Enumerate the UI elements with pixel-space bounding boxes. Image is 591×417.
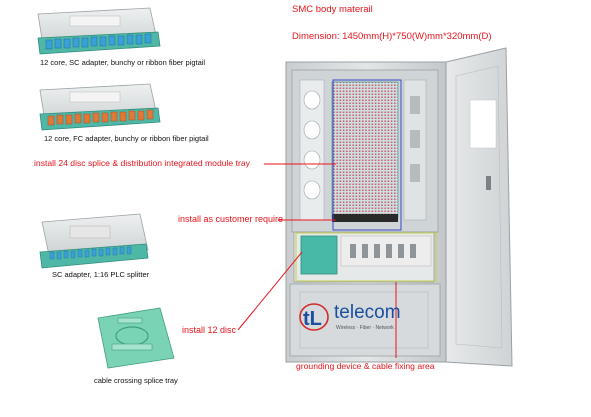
logo-mark-icon: tL: [299, 303, 329, 331]
callout-lines: [237, 163, 397, 358]
telecom-logo: tL telecom Wireless · Fiber · Network: [298, 300, 428, 334]
material-label: SMC body materail: [292, 4, 373, 15]
splice-tray-caption: cable crossing splice tray: [94, 376, 178, 385]
splice-tray-image: [97, 307, 175, 369]
callout-customer: install as customer require: [178, 214, 284, 224]
logo-brand-text: telecom: [334, 302, 401, 323]
callout-grounding: grounding device & cable fixing area: [296, 361, 435, 371]
logo-tagline: Wireless · Fiber · Network: [336, 325, 394, 331]
splitter-caption: SC adapter, 1:16 PLC splitter: [52, 270, 150, 279]
callout-integrated-tray: install 24 disc splice & distribution in…: [34, 158, 250, 168]
sc-tray-caption: 12 core, SC adapter, bunchy or ribbon fi…: [40, 58, 206, 67]
callout-discs: install 12 disc: [182, 325, 237, 335]
dimension-label: Dimension: 1450mm(H)*750(W)mm*320mm(D): [292, 31, 492, 42]
cabinet-image: [285, 47, 513, 367]
plc-splitter-image: [39, 213, 149, 269]
sc-adapter-tray-image: [37, 7, 161, 55]
fc-tray-caption: 12 core, FC adapter, bunchy or ribbon fi…: [44, 134, 209, 143]
svg-text:tL: tL: [303, 308, 322, 330]
fc-adapter-tray-image: [39, 83, 161, 131]
